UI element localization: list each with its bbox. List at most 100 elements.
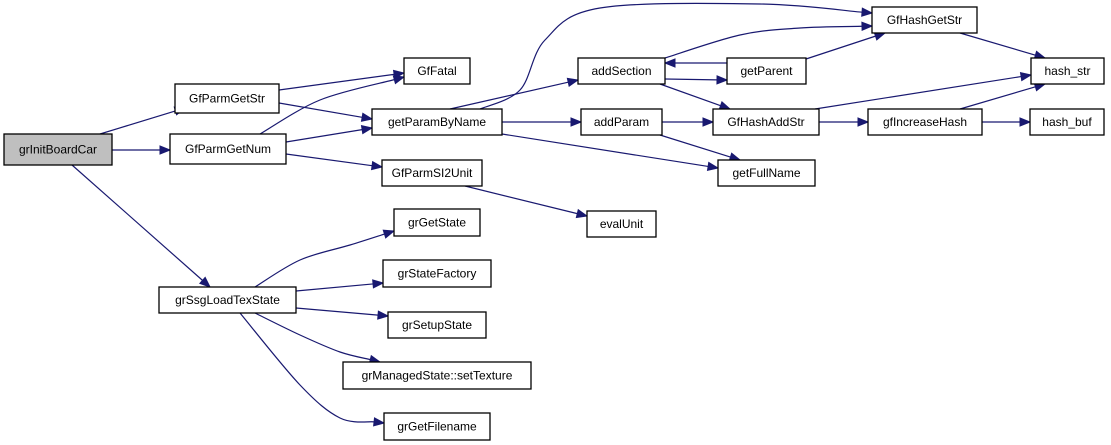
node-grManagedState_setTexture[interactable]: grManagedState::setTexture	[342, 361, 532, 390]
node-box[interactable]	[580, 108, 663, 136]
node-getParamByName[interactable]: getParamByName	[371, 108, 503, 136]
edge-line	[71, 164, 203, 281]
arrowhead	[382, 229, 396, 239]
node-getParent[interactable]: getParent	[726, 57, 807, 85]
node-GfParmGetNum[interactable]: GfParmGetNum	[169, 133, 287, 165]
edge-line	[959, 32, 1036, 56]
node-box[interactable]	[1030, 57, 1105, 85]
node-label: getParamByName	[388, 115, 486, 129]
edge-addParam-to-GfHashAddStr	[662, 117, 715, 127]
node-GfHashGetStr[interactable]: GfHashGetStr	[871, 6, 978, 34]
node-GfParmSI2Unit[interactable]: GfParmSI2Unit	[381, 159, 483, 187]
edge-getParent-to-GfHashGetStr	[805, 31, 887, 60]
edge-grSsgLoadTexState-to-grGetFilename	[239, 312, 386, 427]
arrowhead	[392, 75, 406, 85]
node-grStateFactory[interactable]: grStateFactory	[382, 259, 492, 288]
edge-line	[254, 233, 385, 288]
node-box[interactable]	[387, 311, 487, 339]
node-label: evalUnit	[600, 217, 644, 231]
node-box[interactable]	[342, 361, 532, 390]
node-box[interactable]	[577, 57, 666, 85]
edge-line	[464, 185, 578, 215]
edge-line	[239, 312, 375, 423]
node-box[interactable]	[382, 259, 492, 288]
edge-GfParmSI2Unit-to-evalUnit	[464, 185, 589, 219]
node-label: grGetState	[408, 216, 466, 230]
edge-line	[449, 81, 569, 110]
node-label: addParam	[594, 115, 649, 129]
arrowhead	[716, 75, 729, 85]
edge-line	[254, 312, 371, 361]
node-label: gfIncreaseHash	[883, 115, 967, 129]
node-box[interactable]	[393, 208, 481, 237]
node-box[interactable]	[174, 83, 280, 114]
node-grSetupState[interactable]: grSetupState	[387, 311, 487, 339]
edge-addSection-to-getParent	[664, 75, 729, 85]
edge-line	[659, 134, 731, 158]
node-label: GfHashGetStr	[887, 13, 962, 27]
node-grInitBoardCar[interactable]: grInitBoardCar	[3, 133, 113, 166]
arrowhead	[377, 310, 390, 320]
edge-GfHashAddStr-to-hash_str	[814, 71, 1033, 110]
edge-GfParmGetNum-to-GfParmSI2Unit	[285, 153, 384, 171]
edge-addSection-to-GfHashAddStr	[659, 83, 732, 110]
node-GfHashAddStr[interactable]: GfHashAddStr	[712, 108, 820, 136]
node-label: grGetFilename	[397, 420, 477, 434]
arrowhead	[702, 117, 715, 127]
node-box[interactable]	[169, 133, 287, 165]
node-GfFatal[interactable]: GfFatal	[403, 57, 471, 85]
edge-line	[664, 78, 718, 81]
node-box[interactable]	[371, 108, 503, 136]
edge-gfIncreaseHash-to-hash_str	[959, 82, 1047, 110]
arrowhead	[861, 21, 874, 32]
edge-addSection-to-GfHashGetStr	[664, 21, 874, 59]
edge-GfParmGetStr-to-GfFatal	[278, 69, 406, 91]
arrowhead	[861, 7, 874, 17]
node-box[interactable]	[158, 286, 297, 314]
edge-getParent-to-addSection	[663, 58, 727, 68]
arrowhead	[360, 112, 374, 122]
node-grSsgLoadTexState[interactable]: grSsgLoadTexState	[158, 286, 297, 314]
node-hash_str[interactable]: hash_str	[1030, 57, 1105, 85]
node-grGetState[interactable]: grGetState	[393, 208, 481, 237]
node-evalUnit[interactable]: evalUnit	[586, 210, 657, 238]
node-grGetFilename[interactable]: grGetFilename	[383, 412, 491, 441]
node-box[interactable]	[712, 108, 820, 136]
node-box[interactable]	[717, 159, 816, 187]
node-box[interactable]	[383, 412, 491, 441]
edge-grSsgLoadTexState-to-grSetupState	[295, 307, 390, 320]
edge-line	[278, 73, 395, 91]
node-hash_buf[interactable]: hash_buf	[1029, 108, 1105, 136]
edge-line	[659, 83, 721, 107]
node-box[interactable]	[381, 159, 483, 187]
arrowhead	[663, 58, 676, 68]
node-box[interactable]	[867, 108, 983, 136]
edge-line	[664, 25, 863, 59]
arrowhead	[1019, 71, 1033, 82]
edge-grSsgLoadTexState-to-grGetState	[254, 229, 396, 288]
node-box[interactable]	[726, 57, 807, 85]
node-label: GfFatal	[417, 64, 456, 78]
node-addParam[interactable]: addParam	[580, 108, 663, 136]
node-box[interactable]	[403, 57, 471, 85]
edge-line	[285, 129, 363, 143]
node-label: grSetupState	[402, 318, 472, 332]
node-box[interactable]	[871, 6, 978, 34]
node-getFullName[interactable]: getFullName	[717, 159, 816, 187]
edge-GfHashAddStr-to-gfIncreaseHash	[819, 117, 870, 127]
node-label: GfHashAddStr	[727, 115, 804, 129]
edge-getParamByName-to-addSection	[449, 77, 580, 110]
edge-gfIncreaseHash-to-hash_buf	[982, 117, 1032, 127]
node-GfParmGetStr[interactable]: GfParmGetStr	[174, 83, 280, 114]
node-label: getFullName	[732, 166, 800, 180]
node-gfIncreaseHash[interactable]: gfIncreaseHash	[867, 108, 983, 136]
node-box[interactable]	[1029, 108, 1105, 136]
edge-line	[295, 307, 379, 316]
edge-addParam-to-getFullName	[659, 134, 742, 162]
edge-line	[285, 153, 373, 167]
node-box[interactable]	[3, 133, 113, 166]
edge-GfHashGetStr-to-hash_str	[959, 32, 1047, 60]
node-box[interactable]	[586, 210, 657, 238]
node-addSection[interactable]: addSection	[577, 57, 666, 85]
node-label: grManagedState::setTexture	[362, 369, 513, 383]
